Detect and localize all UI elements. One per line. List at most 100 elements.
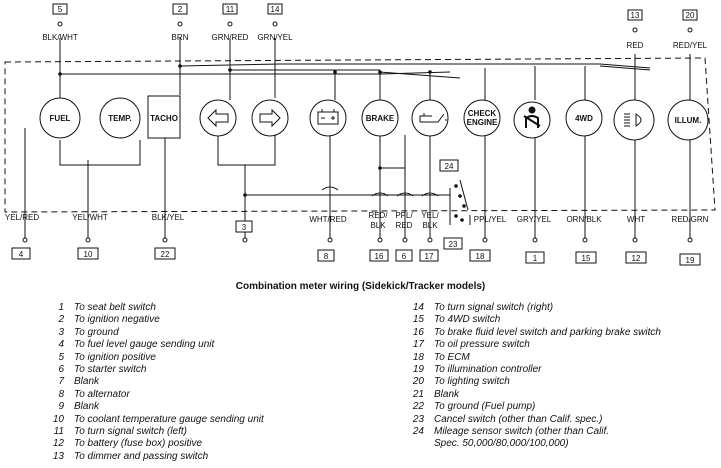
legend-number: 7 — [58, 376, 64, 388]
diagram-caption: Combination meter wiring (Sidekick/Track… — [235, 281, 486, 292]
meter-outline — [4, 57, 716, 213]
gauge-label: BRAKE — [366, 114, 395, 123]
legend-number: 2 — [58, 314, 64, 326]
gauge-label: 4WD — [575, 114, 593, 123]
legend-number: 17 — [412, 339, 424, 351]
wire-color: RED — [396, 221, 413, 230]
wire-color: BLK — [422, 221, 438, 230]
legend-number: 10 — [52, 413, 64, 425]
wire-color: ORN/BLK — [566, 215, 602, 224]
legend-number: 14 — [412, 302, 424, 313]
legend-text: To battery (fuse box) positive — [74, 438, 203, 450]
lamp-turn-left — [199, 99, 237, 137]
terminal-number: 12 — [632, 254, 641, 263]
terminal-number: 10 — [84, 250, 93, 259]
terminal-number: 18 — [476, 252, 485, 261]
legend-item: 2 To ignition negative — [40, 314, 264, 326]
wire-color: BLK/YEL — [152, 213, 185, 222]
legend-text: Blank — [74, 401, 100, 413]
terminal-number: 15 — [582, 254, 591, 263]
lamp-check-engine — [463, 99, 501, 137]
lamp-oil — [411, 99, 449, 137]
wire-color: RED/YEL — [673, 41, 708, 50]
lamp-illumination — [667, 99, 709, 141]
legend-number: 11 — [53, 426, 64, 438]
gauge-label: ILLUM. — [675, 116, 702, 125]
legend-number: 18 — [412, 351, 424, 363]
legend-text: To starter switch — [74, 364, 147, 376]
terminal-number: 1 — [533, 254, 538, 263]
legend-text: Spec. 50,000/80,000/100,000) — [434, 438, 569, 450]
legend-text: To fuel level gauge sending unit — [74, 339, 215, 351]
gauge-fuel — [39, 97, 81, 139]
terminal-number: 4 — [19, 250, 24, 259]
lamp-turn-right — [251, 99, 289, 137]
legend-number: 20 — [412, 376, 424, 388]
legend-item: 10 To coolant temperature gauge sending u… — [40, 414, 264, 426]
legend-item: 8 To alternator — [40, 389, 264, 401]
legend-item: Spec. 50,000/80,000/100,000) — [400, 438, 661, 450]
legend-text: To coolant temperature gauge sending uni… — [74, 413, 264, 425]
legend-text: To ECM — [434, 351, 470, 363]
gauge-label: TACHO — [150, 114, 178, 123]
wire-color: PPL/ — [395, 211, 413, 220]
legend-number: 1 — [58, 302, 64, 313]
legend-item: 9 Blank — [40, 401, 264, 413]
legend-item: 19 To illumination controller — [400, 364, 661, 376]
terminal-number: 19 — [686, 256, 695, 265]
wire-color: RED — [627, 41, 644, 50]
legend-number: 8 — [58, 388, 64, 400]
terminal-number: 13 — [631, 11, 640, 20]
legend-text: To illumination controller — [434, 364, 542, 376]
legend-text: To turn signal switch (left) — [74, 426, 188, 438]
gauge-label: ENGINE — [467, 118, 498, 127]
gauge-label: CHECK — [468, 109, 497, 118]
wire-color: WHT — [627, 215, 645, 224]
wiring-diagram: FUEL TEMP. TACHO BRAKE CHECK ENGINE 4WD … — [4, 3, 716, 266]
wire-color: BLK/WHT — [42, 33, 78, 42]
wire-color: GRY/YEL — [517, 215, 552, 224]
legend-text: To oil pressure switch — [434, 339, 530, 351]
legend-text: To brake fluid level switch and parking … — [434, 326, 661, 338]
wire-color: RED/ — [368, 211, 388, 220]
headlight-beam-icon — [624, 113, 642, 127]
wire-color: BRN — [172, 33, 189, 42]
battery-icon — [317, 109, 339, 125]
legend-number: 22 — [412, 401, 424, 413]
wire-color: BLK — [370, 221, 386, 230]
legend-number: 9 — [58, 401, 64, 413]
oil-can-icon — [419, 113, 447, 123]
legend-item: 18 To ECM — [400, 352, 661, 364]
terminal-number: 11 — [226, 5, 235, 14]
lamp-4wd — [565, 99, 603, 137]
legend-item: 17 To oil pressure switch — [400, 339, 661, 351]
legend-text: To ignition negative — [74, 314, 160, 326]
gauge-temp — [99, 97, 141, 139]
gauge-tacho — [147, 95, 181, 139]
legend-text: To ground — [74, 326, 119, 338]
terminal-number: 17 — [425, 252, 434, 261]
legend-text: To ignition positive — [74, 351, 156, 363]
legend-number: 19 — [412, 364, 424, 376]
wire-color: GRN/RED — [212, 33, 249, 42]
legend-number: 21 — [412, 388, 424, 400]
legend-number: 13 — [52, 450, 64, 462]
arrow-left-icon — [207, 108, 229, 128]
terminal-number: 3 — [242, 223, 247, 232]
wire-color: YEL/ — [421, 211, 439, 220]
terminal-number: 8 — [324, 252, 329, 261]
terminal-number: 6 — [402, 252, 407, 261]
legend-text: To alternator — [74, 388, 130, 400]
legend-text: To 4WD switch — [434, 314, 501, 326]
lamp-charge — [309, 99, 347, 137]
wire-color: RED/GRN — [672, 215, 709, 224]
